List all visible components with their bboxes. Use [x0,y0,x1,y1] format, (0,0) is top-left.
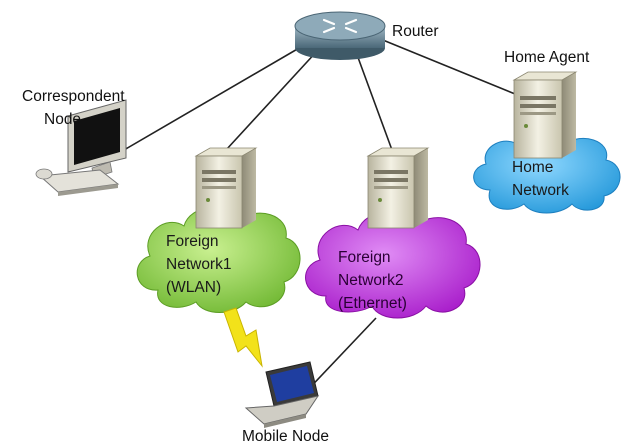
home-agent-server-icon [512,71,578,159]
foreign2-label-line1: Foreign [338,249,391,266]
mobile-node-label: Mobile Node [242,428,329,445]
foreign2-server-icon [366,147,430,229]
foreign1-label-line1: Foreign [166,233,219,250]
foreign-network2-cloud [305,210,481,319]
router-icon [294,11,386,60]
correspondent-label-line2: Node [44,111,81,128]
foreign1-server-icon [194,147,258,229]
foreign1-label-line3: (WLAN) [166,279,221,296]
foreign1-label-line2: Network1 [166,256,231,273]
foreign2-label-line3: (Ethernet) [338,295,407,312]
home-agent-label: Home Agent [504,49,590,66]
network-links [123,37,521,397]
correspondent-label-line1: Correspondent [22,88,125,105]
router-label: Router [392,23,439,40]
link-router-correspondent [123,43,307,151]
wireless-lightning-icon [223,307,263,368]
foreign-network1-cloud [136,206,301,313]
foreign2-label-line2: Network2 [338,272,403,289]
laptop-icon [244,361,320,428]
home-network-cloud [473,131,621,214]
link-router-homeagent [377,37,521,97]
link-router-foreign1 [225,49,319,151]
link-router-foreign2 [355,51,393,151]
home-network-label-line1: Home [512,159,553,176]
desktop-computer-icon [35,99,127,196]
home-network-label-line2: Network [512,182,569,199]
